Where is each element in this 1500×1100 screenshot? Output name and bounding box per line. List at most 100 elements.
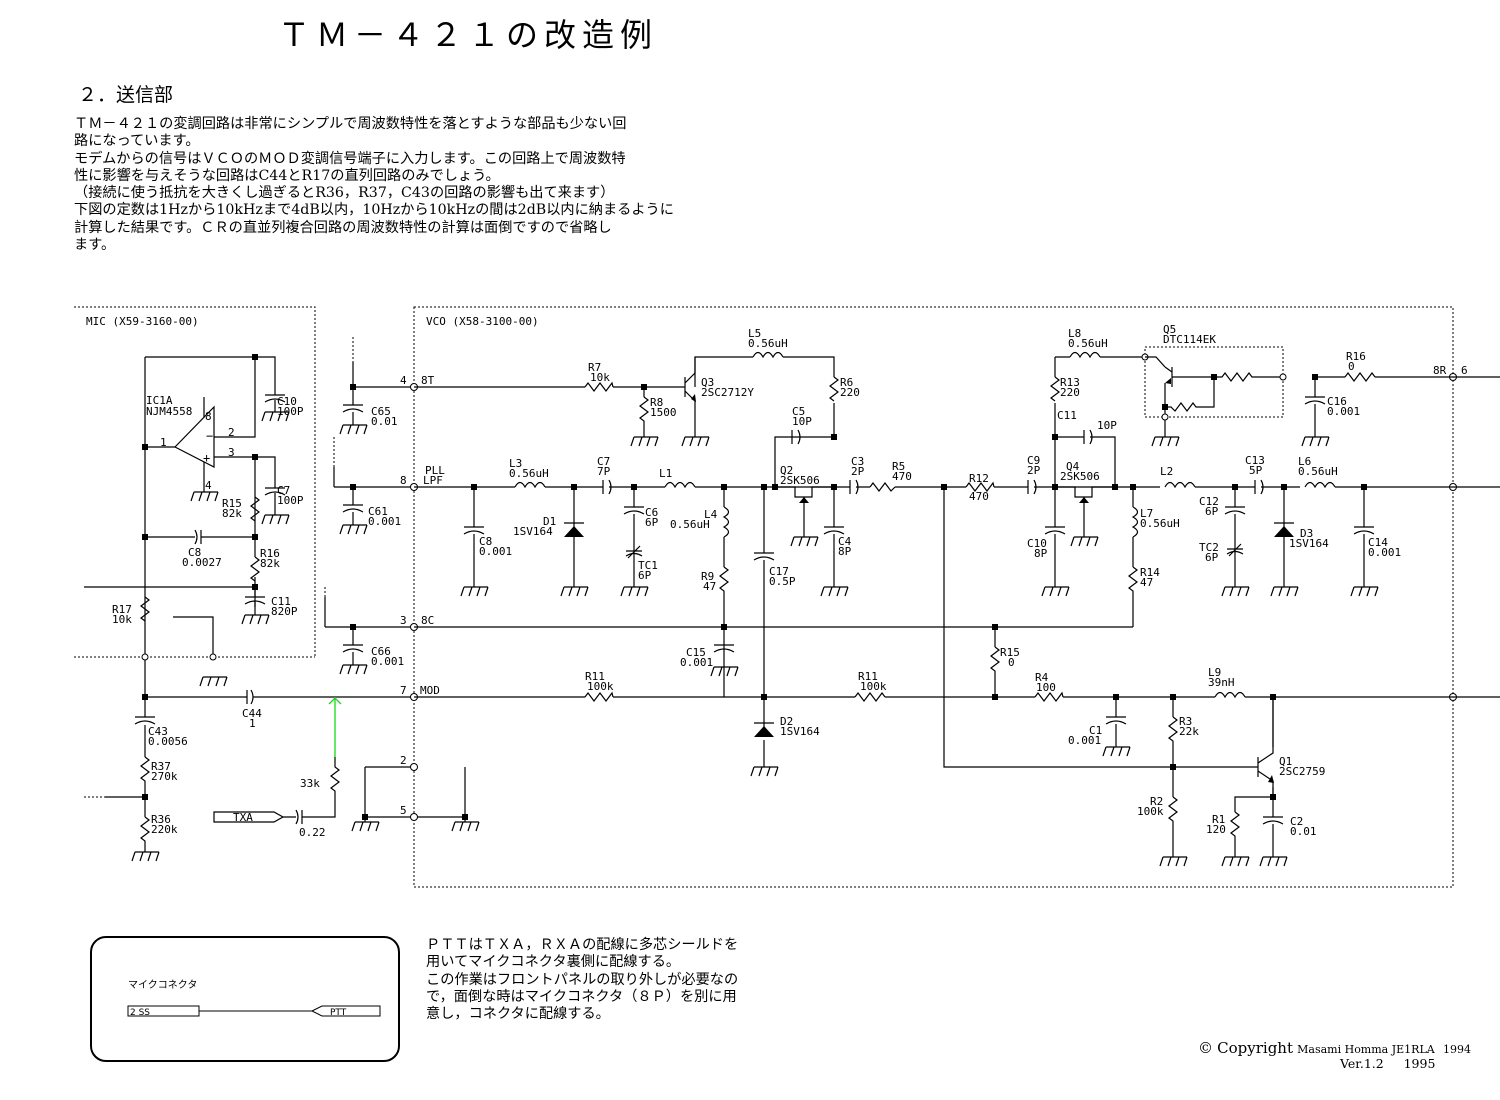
component-value: 0.001	[1327, 405, 1360, 418]
component-ref: Q5	[1163, 323, 1176, 336]
component-ref: L6	[1298, 455, 1311, 468]
pin-number: 7	[400, 684, 407, 697]
component-value: 0.56uH	[1068, 337, 1108, 350]
component-ref: C44	[242, 707, 262, 720]
component-ref: R13	[1060, 376, 1080, 389]
ss-pin-label: 2 SS	[130, 1008, 150, 1018]
component-value: 2SK506	[1060, 470, 1100, 483]
component-ref: Q2	[780, 464, 793, 477]
component-value: 470	[969, 490, 989, 503]
component-ref: C10	[1027, 537, 1047, 550]
component-value: 0.01	[1290, 825, 1317, 838]
note-line: 意し，コネクタに配線する。	[426, 1006, 610, 1023]
component-ref: D1	[543, 515, 556, 528]
mic-connector-box	[90, 936, 400, 1062]
added-wire	[328, 697, 342, 757]
component-ref: L4	[704, 508, 718, 521]
ground-icon	[1301, 436, 1330, 447]
component-value: 1	[249, 717, 256, 730]
component-ref: TC1	[638, 559, 658, 572]
copyright-symbol: ©	[1198, 1039, 1213, 1057]
component-ref: R16	[1346, 350, 1366, 363]
component-value: 0.001	[479, 545, 512, 558]
component-ref: C8	[188, 546, 201, 559]
component-ref: R6	[840, 376, 853, 389]
ground-icon	[1151, 436, 1180, 447]
component-value: 6P	[645, 516, 659, 529]
component-value: 6P	[1205, 505, 1219, 518]
component-value: 82k	[222, 507, 242, 520]
intro-text: ＴＭ－４２１の変調回路は非常にシンプルで周波数特性を落とすような部品も少ない回 …	[74, 116, 714, 254]
note-line: で，面倒な時はマイクコネクタ（８Ｐ）を別に用	[426, 988, 737, 1005]
ic-pin-label: 2	[228, 426, 235, 439]
ground-icon	[261, 514, 290, 525]
ground-icon	[339, 424, 368, 435]
component-value: 22k	[1179, 725, 1199, 738]
component-ref: C13	[1245, 454, 1265, 467]
component-ref: C4	[838, 535, 852, 548]
component-ref: L5	[748, 327, 761, 340]
component-ref: R1	[1212, 813, 1225, 826]
mic-connector-label: マイクコネクタ	[128, 979, 197, 991]
component-value: 820P	[271, 605, 298, 618]
component-value: 220	[840, 386, 860, 399]
ptt-tag	[310, 1005, 381, 1017]
component-value: 0.001	[1068, 734, 1101, 747]
ic-pin-label: 8	[205, 410, 212, 423]
component-value: 0.56uH	[509, 467, 549, 480]
ground-icon	[1070, 536, 1099, 547]
component-ref: R3	[1179, 715, 1192, 728]
ground-icon	[1102, 746, 1131, 757]
component-value: DTC114EK	[1163, 333, 1216, 346]
intro-line: 路になっています。	[74, 133, 200, 150]
component-ref: L3	[509, 457, 522, 470]
intro-line: モデムからの信号はＶＣＯのＭＯＤ変調信号端子に入力します。この回路上で周波数特	[74, 150, 626, 167]
vco-block-label: VCO (X58-3100-00)	[426, 315, 539, 328]
svg-text:+: +	[203, 451, 210, 465]
component-value: 0	[1008, 656, 1015, 669]
component-value: 7P	[597, 465, 611, 478]
wire	[414, 356, 1500, 857]
component-ref: R7	[588, 361, 601, 374]
component-value: 0.56uH	[748, 337, 788, 350]
ground-icon	[681, 436, 710, 447]
txa-tag[interactable]	[213, 811, 285, 823]
ground-icon	[261, 411, 290, 422]
component-value: 470	[892, 470, 912, 483]
component-value: 10k	[112, 613, 132, 626]
component-value: 0.22	[299, 826, 326, 839]
component-ref: C61	[368, 505, 388, 518]
component-ref: R5	[892, 460, 905, 473]
component-ref: L9	[1208, 666, 1221, 679]
capacitors	[463, 396, 1375, 825]
resistors	[584, 372, 1376, 842]
component-value: 0.0056	[148, 735, 188, 748]
component-value: 270k	[151, 770, 178, 783]
component-ref: R12	[969, 472, 989, 485]
svg-text:−: −	[206, 429, 213, 443]
component-ref: C8	[479, 535, 492, 548]
component-value: 0.001	[680, 656, 713, 669]
component-ref: C11	[271, 595, 291, 608]
intro-line: （接続に使う抵抗を大きくし過ぎるとR36，R37，C43の回路の影響も出て来ます…	[74, 185, 615, 202]
component-value: 0.01	[371, 415, 398, 428]
ground-icon	[1221, 856, 1250, 867]
component-value: 0	[1348, 360, 1355, 373]
component-value: 8P	[838, 545, 852, 558]
ground-icon	[241, 614, 270, 625]
component-ref: C15	[686, 646, 706, 659]
pin-number: 3	[400, 614, 407, 627]
component-ref: Q4	[1066, 460, 1080, 473]
component-value: 120	[1206, 823, 1226, 836]
component-ref: C5	[792, 405, 805, 418]
component-ref: C17	[769, 565, 789, 578]
svg-text:LPF: LPF	[423, 474, 443, 487]
component-ref: L1	[659, 467, 672, 480]
component-value: 220	[1060, 386, 1080, 399]
component-ref: TC2	[1199, 541, 1219, 554]
component-value: 10P	[1097, 419, 1117, 432]
intro-line: ＴＭ－４２１の変調回路は非常にシンプルで周波数特性を落とすような部品も少ない回	[74, 116, 627, 132]
component-ref: C7	[277, 484, 290, 497]
